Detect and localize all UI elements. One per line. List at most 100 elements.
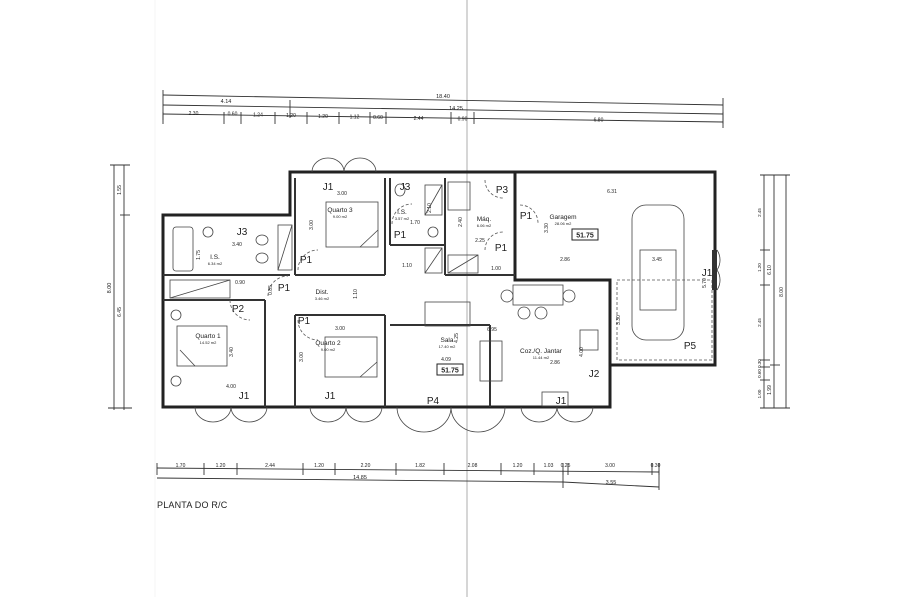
dimension-label: 2.45 [757, 318, 762, 327]
interior-dimension: 2.10 [427, 203, 433, 213]
opening-label: J1 [325, 391, 336, 402]
dimension-label: 14.85 [353, 475, 367, 481]
dimension-label: 2.20 [361, 463, 371, 469]
room-area: 6.06 m2 [477, 223, 492, 228]
interior-dimension: 4.00 [226, 384, 236, 390]
room-area: 11.44 m2 [533, 355, 550, 360]
area-badge: 51.75 [441, 368, 459, 375]
dimension-label: 2.30 [189, 111, 199, 117]
dimension-label: 1.20 [318, 114, 328, 120]
opening-label: J3 [400, 182, 411, 193]
room-area: 9.00 m2 [333, 214, 348, 219]
area-badge-frame [571, 228, 599, 241]
plant-icon [170, 375, 182, 387]
room-name: Sala [440, 337, 453, 344]
dimension-line [162, 104, 724, 115]
room-name: Quarto 3 [327, 207, 353, 214]
opening-label: J1 [323, 182, 334, 193]
toilet-icon [255, 234, 269, 246]
dimension-label: 2.44 [414, 116, 424, 122]
interior-dimension: 3.00 [337, 191, 347, 197]
dimension-line [156, 467, 660, 473]
interior-dimension: 0.85 [268, 285, 274, 295]
window-j1 [712, 250, 717, 290]
sofa-icon [479, 340, 503, 382]
walls [161, 170, 717, 409]
interior-dimension: 3.30 [616, 315, 622, 325]
room-name: Coz./Q. Jantar [520, 348, 563, 355]
opening-label: P4 [427, 396, 440, 407]
interior-dimension: 6.31 [607, 189, 617, 195]
drawing-caption: PLANTA DO R/C [157, 500, 228, 510]
bed-icon [176, 325, 228, 367]
room-name: Dist. [316, 289, 329, 296]
dimension-label: 3.55 [606, 480, 617, 486]
interior-dimension: 5.70 [702, 278, 708, 288]
dimension-line [156, 477, 564, 483]
dimension-label: 1.20 [513, 463, 523, 469]
opening-label: P2 [232, 304, 245, 315]
area-badge: 51.75 [576, 233, 594, 240]
opening-label: P5 [684, 341, 697, 352]
sink-icon [427, 226, 439, 238]
dimension-line [162, 94, 724, 106]
dining-table-icon [512, 284, 564, 306]
interior-dimension: 4.00 [579, 347, 585, 357]
kitchen-sink-icon [541, 391, 569, 407]
room-name: I.S. [397, 209, 407, 216]
dimension-label: 0.60 [228, 112, 238, 118]
interior-dimension: 2.40 [458, 217, 464, 227]
dimension-label: 0.90 [458, 117, 468, 123]
interior-dimension: 3.40 [229, 347, 235, 357]
opening-label: P1 [298, 316, 311, 327]
dimension-label: 2.45 [757, 208, 762, 217]
bidet-icon [255, 252, 269, 264]
dimension-label: 1.20 [314, 463, 324, 469]
dimension-label: 3.00 [605, 463, 615, 469]
room-area: 9.00 m2 [321, 347, 336, 352]
room-area: 28.06 m2 [555, 221, 572, 226]
plant-icon [170, 309, 182, 321]
opening-label: J3 [237, 227, 248, 238]
interior-dimension: 3.00 [335, 326, 345, 332]
interior-dimension: 1.10 [402, 263, 412, 269]
toilet-icon [394, 183, 406, 197]
interior-dimension: 1.00 [491, 266, 501, 272]
overall-depth-dimension: 8.00 [779, 287, 785, 297]
dimension-label: 0.25 [561, 463, 571, 469]
dimension-line [162, 113, 724, 123]
sink-icon [202, 226, 214, 238]
interior-dimension: 3.00 [309, 220, 315, 230]
interior-dimension: 3.45 [652, 257, 662, 263]
bed-icon [325, 201, 379, 248]
dimension-label: 0.30 [651, 463, 661, 469]
dimension-label: 2.44 [265, 463, 275, 469]
interior-dimension: 3.00 [299, 352, 305, 362]
stove-icon [579, 329, 599, 351]
room-area: 3.57 m2 [395, 216, 410, 221]
room-name: Quarto 1 [195, 333, 221, 340]
dimension-label: 1.70 [176, 463, 186, 469]
overall-depth-dimension: 8.00 [107, 283, 113, 294]
dimension-label: 1.03 [544, 463, 554, 469]
dimension-label: 6.45 [117, 307, 123, 317]
interior-dimension: 4.09 [441, 357, 451, 363]
dimension-label: 1.20 [216, 463, 226, 469]
interior-dimension: 1.10 [353, 289, 359, 299]
interior-dimension: 1.70 [410, 220, 420, 226]
dimension-label: 6.10 [767, 265, 773, 275]
room-area: 14.52 m2 [200, 340, 217, 345]
dimension-label: 1.12 [350, 115, 360, 121]
dimension-label: 0.60 [373, 115, 383, 121]
dimension-label: 14.25 [449, 106, 463, 112]
opening-label: J1 [702, 268, 713, 279]
dimension-label: 4.14 [221, 99, 232, 105]
dimension-label: 1.20 [757, 263, 762, 272]
room-area: 3.46 m2 [315, 296, 330, 301]
dimension-label: 1.82 [415, 463, 425, 469]
interior-dimension: 2.25 [475, 238, 485, 244]
dimension-label: 1.99 [767, 385, 773, 395]
opening-label: P1 [495, 243, 508, 254]
car-icon [631, 204, 685, 341]
